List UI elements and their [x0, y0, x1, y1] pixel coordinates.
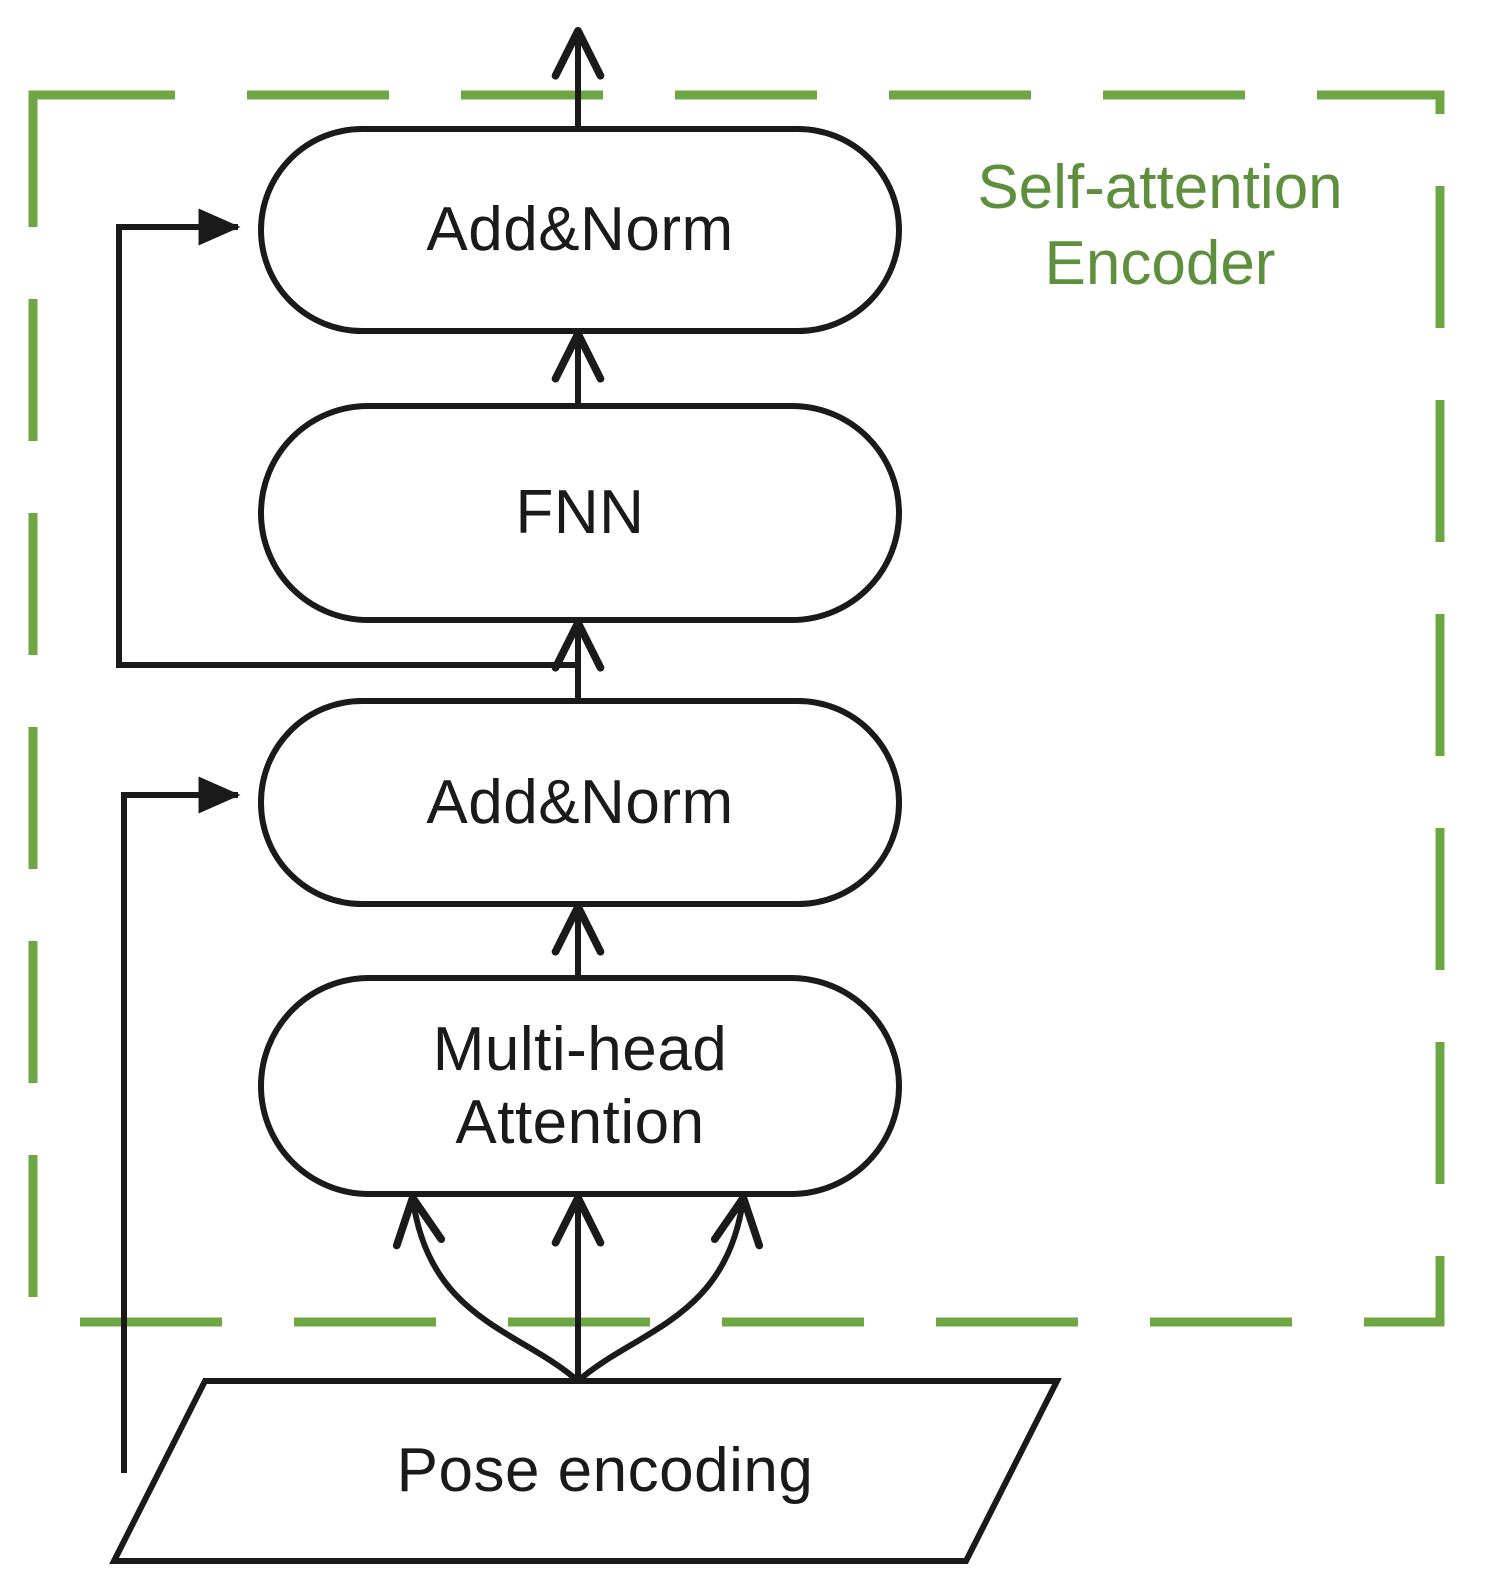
edge-pose-to-attention-left — [392, 1193, 580, 1384]
pose-encoding-shape[interactable] — [109, 1378, 1062, 1564]
add-norm-top-box[interactable] — [258, 126, 902, 334]
residual-connection-upper — [116, 208, 578, 668]
fnn-box[interactable] — [258, 403, 902, 623]
residual-connection-lower — [121, 776, 241, 1473]
self-attention-encoder-group-border — [28, 90, 1445, 1327]
add-norm-bottom-box[interactable] — [258, 698, 902, 907]
multi-head-attention-box[interactable] — [258, 975, 902, 1197]
edge-pose-to-attention-right — [576, 1193, 764, 1384]
